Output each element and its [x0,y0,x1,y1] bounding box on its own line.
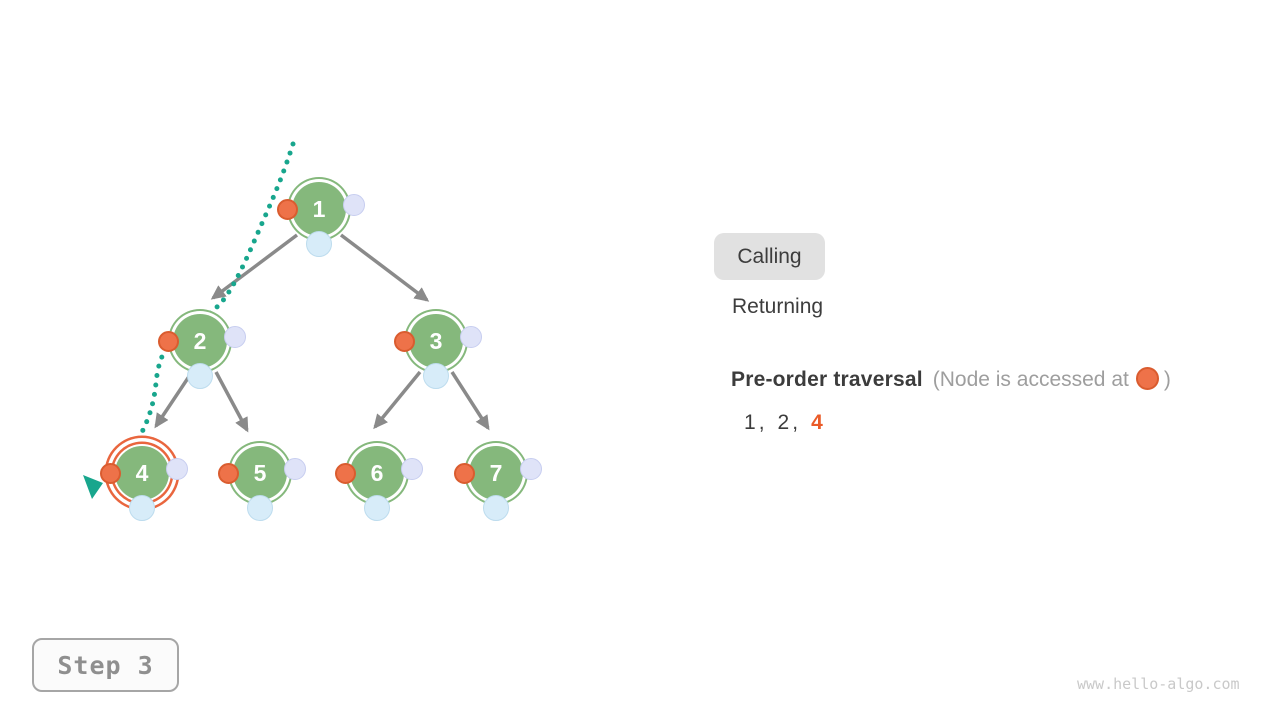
inorder-marker-dot [247,495,273,521]
traversal-path-dotted [98,141,296,475]
preorder-marker-dot [218,463,239,484]
tree-node-1: 1 [277,182,365,257]
preorder-marker-dot [277,199,298,220]
legend-calling-label: Calling [737,244,802,268]
tree-node-7: 7 [454,446,542,521]
watermark: www.hello-algo.com [1077,675,1240,693]
postorder-marker-dot [166,458,188,480]
preorder-marker-dot [158,331,179,352]
node-value: 5 [253,459,267,486]
preorder-marker-dot [454,463,475,484]
node-value: 6 [370,459,384,486]
visited-sequence: 1,2,4 [744,411,823,435]
postorder-marker-dot [460,326,482,348]
preorder-marker-dot [394,331,415,352]
tree-node-5: 5 [218,446,306,521]
legend-calling-chip: Calling [714,233,825,280]
step-indicator: Step 3 [32,638,179,692]
sequence-separator: , [792,411,799,434]
postorder-marker-dot [224,326,246,348]
edge-3-6 [373,370,422,430]
postorder-marker-dot [284,458,306,480]
step-label: Step 3 [57,650,154,680]
tree-node-4-current: 4 [100,446,188,521]
sequence-value: 1 [744,411,756,434]
edge-1-3 [339,233,430,302]
edge-2-5 [214,371,249,433]
traversal-note-suffix: ) [1163,368,1171,391]
edge-2-4 [154,371,194,429]
tree-node-6: 6 [335,446,423,521]
postorder-marker-dot [343,194,365,216]
traversal-path-arrowhead-icon [83,475,103,499]
postorder-marker-dot [401,458,423,480]
traversal-title: Pre-order traversal [731,368,923,391]
preorder-marker-dot [100,463,121,484]
node-value: 2 [193,327,207,354]
tree-node-3: 3 [394,314,482,389]
edge-1-2 [210,233,299,300]
legend-returning-label: Returning [732,295,824,318]
node-value: 4 [135,459,149,486]
inorder-marker-dot [364,495,390,521]
sequence-separator: , [758,411,765,434]
node-value: 7 [489,459,503,486]
node-value: 1 [312,195,326,222]
sequence-value-current: 4 [811,411,823,434]
sequence-value: 2 [777,411,790,434]
access-dot-icon [1135,367,1159,390]
preorder-marker-dot [335,463,356,484]
inorder-marker-dot [483,495,509,521]
tree-edges [154,233,490,433]
inorder-marker-dot [187,363,213,389]
inorder-marker-dot [423,363,449,389]
traversal-caption: Pre-order traversal (Node is accessed at) [731,367,1171,392]
inorder-marker-dot [306,231,332,257]
postorder-marker-dot [520,458,542,480]
node-value: 3 [429,327,443,354]
edge-3-7 [450,371,490,431]
inorder-marker-dot [129,495,155,521]
traversal-note-prefix: (Node is accessed at [932,368,1129,391]
tree-node-2: 2 [158,314,246,389]
